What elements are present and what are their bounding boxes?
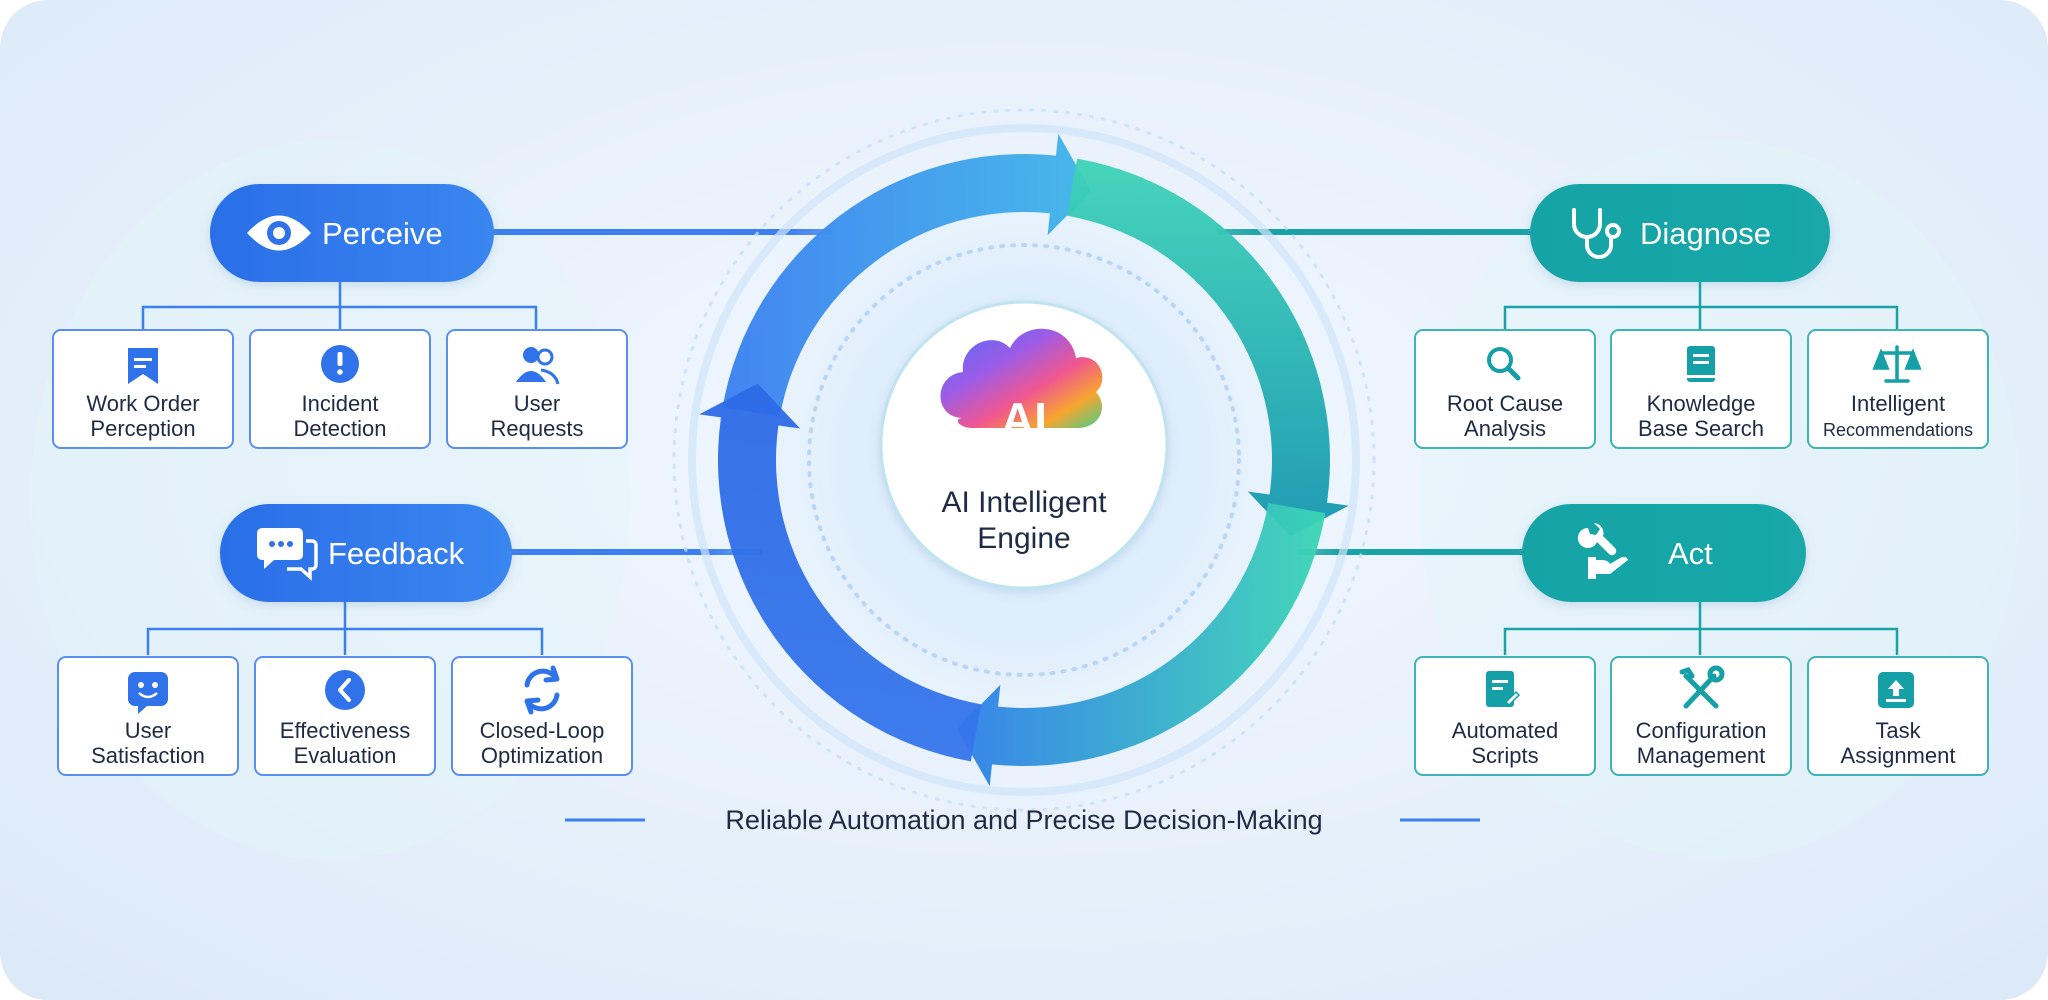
card-label-line1: Effectiveness (280, 718, 410, 743)
engine-title-line1: AI Intelligent (941, 486, 1107, 519)
engine-title-line2: Engine (977, 522, 1070, 555)
card-label-line1: User (125, 718, 171, 743)
card-label-line2: Perception (90, 416, 195, 441)
diagnose-label: Diagnose (1640, 216, 1771, 251)
card-label-line2: Optimization (481, 743, 603, 768)
feedback-card-1[interactable]: User Satisfaction (57, 656, 239, 776)
card-label-line1: Task (1875, 718, 1921, 743)
arrow-diagnose-to-act (1067, 158, 1349, 537)
act-label: Act (1668, 536, 1713, 571)
card-label-line2: Base Search (1638, 416, 1764, 441)
users-icon (516, 347, 560, 385)
perceive-card-1[interactable]: Work Order Perception (52, 329, 234, 449)
card-label-line2: Satisfaction (91, 743, 205, 768)
arrow-feedback-to-perceive (699, 383, 981, 762)
hand-wrench-icon (1577, 523, 1628, 579)
gauge-icon (325, 670, 365, 710)
card-label-line2: Management (1637, 743, 1765, 768)
card-label-line1: Configuration (1636, 718, 1767, 743)
act-pill[interactable] (1522, 504, 1806, 602)
act-tree (1503, 602, 1899, 655)
act-card-3[interactable]: Task Assignment (1807, 656, 1989, 776)
card-label-line2: Assignment (1841, 743, 1956, 768)
perceive-label: Perceive (322, 216, 443, 251)
card-label-line1: Intelligent (1851, 391, 1945, 416)
diagnose-card-1[interactable]: Root Cause Analysis (1414, 329, 1596, 449)
card-label-line2: Scripts (1471, 743, 1538, 768)
tools-icon (1679, 665, 1725, 709)
stethoscope-icon (1572, 208, 1621, 259)
act-card-1[interactable]: Automated Scripts (1414, 656, 1596, 776)
feedback-card-3[interactable]: Closed-Loop Optimization (451, 656, 633, 776)
stage-feedback: Feedback User Satisfaction Effectiveness… (57, 504, 633, 776)
refresh-icon (524, 665, 560, 715)
diagnose-card-3[interactable]: Intelligent Recommendations (1807, 329, 1989, 449)
card-label-line1: Incident (301, 391, 378, 416)
diagnose-tree (1503, 282, 1899, 330)
ai-badge-label: AI (1001, 393, 1047, 445)
magnifier-icon (1487, 347, 1521, 381)
outer-ring (688, 124, 1360, 796)
script-icon (1486, 671, 1521, 707)
arrow-act-to-feedback (956, 503, 1326, 787)
stage-diagnose: Diagnose Root Cause Analysis Knowledge B… (1414, 184, 1989, 449)
card-label-line1: Root Cause (1447, 391, 1563, 416)
feedback-label: Feedback (328, 536, 465, 571)
perceive-card-3[interactable]: User Requests (446, 329, 628, 449)
stage-act: Act Automated Scripts Configuration Mana… (1414, 504, 1989, 776)
card-label-line2: Evaluation (294, 743, 397, 768)
scales-icon (1872, 345, 1922, 383)
chat-icon (257, 528, 318, 581)
alert-icon (321, 345, 359, 383)
cycle-arrows (699, 133, 1349, 787)
dotted-ring (807, 243, 1241, 677)
ai-cloud-icon (940, 328, 1103, 428)
card-label-line1: Closed-Loop (480, 718, 605, 743)
feedback-card-2[interactable]: Effectiveness Evaluation (254, 656, 436, 776)
footer-tagline: Reliable Automation and Precise Decision… (725, 805, 1322, 835)
card-label-line2: Detection (294, 416, 387, 441)
card-label-line1: Automated (1452, 718, 1558, 743)
card-label-line2: Requests (491, 416, 584, 441)
stage-perceive: Perceive Work Order Perception Incident … (52, 184, 628, 449)
smiley-icon (128, 672, 168, 714)
arrow-top (722, 133, 1092, 417)
eye-icon (247, 215, 311, 251)
card-label-line1: Work Order (86, 391, 199, 416)
feedback-tree (146, 602, 544, 655)
perceive-card-2[interactable]: Incident Detection (249, 329, 431, 449)
perceive-tree (141, 282, 538, 330)
dotted-ring-outer (672, 108, 1376, 812)
card-label-line2: Analysis (1464, 416, 1546, 441)
book-icon (1687, 346, 1715, 382)
upload-icon (1878, 672, 1914, 708)
diagnose-card-2[interactable]: Knowledge Base Search (1610, 329, 1792, 449)
card-label-line2: Recommendations (1823, 420, 1973, 440)
bookmark-icon (128, 348, 158, 384)
perceive-pill[interactable] (210, 184, 494, 282)
card-label-line1: Knowledge (1647, 391, 1756, 416)
card-label-line1: User (514, 391, 560, 416)
act-card-2[interactable]: Configuration Management (1610, 656, 1792, 776)
